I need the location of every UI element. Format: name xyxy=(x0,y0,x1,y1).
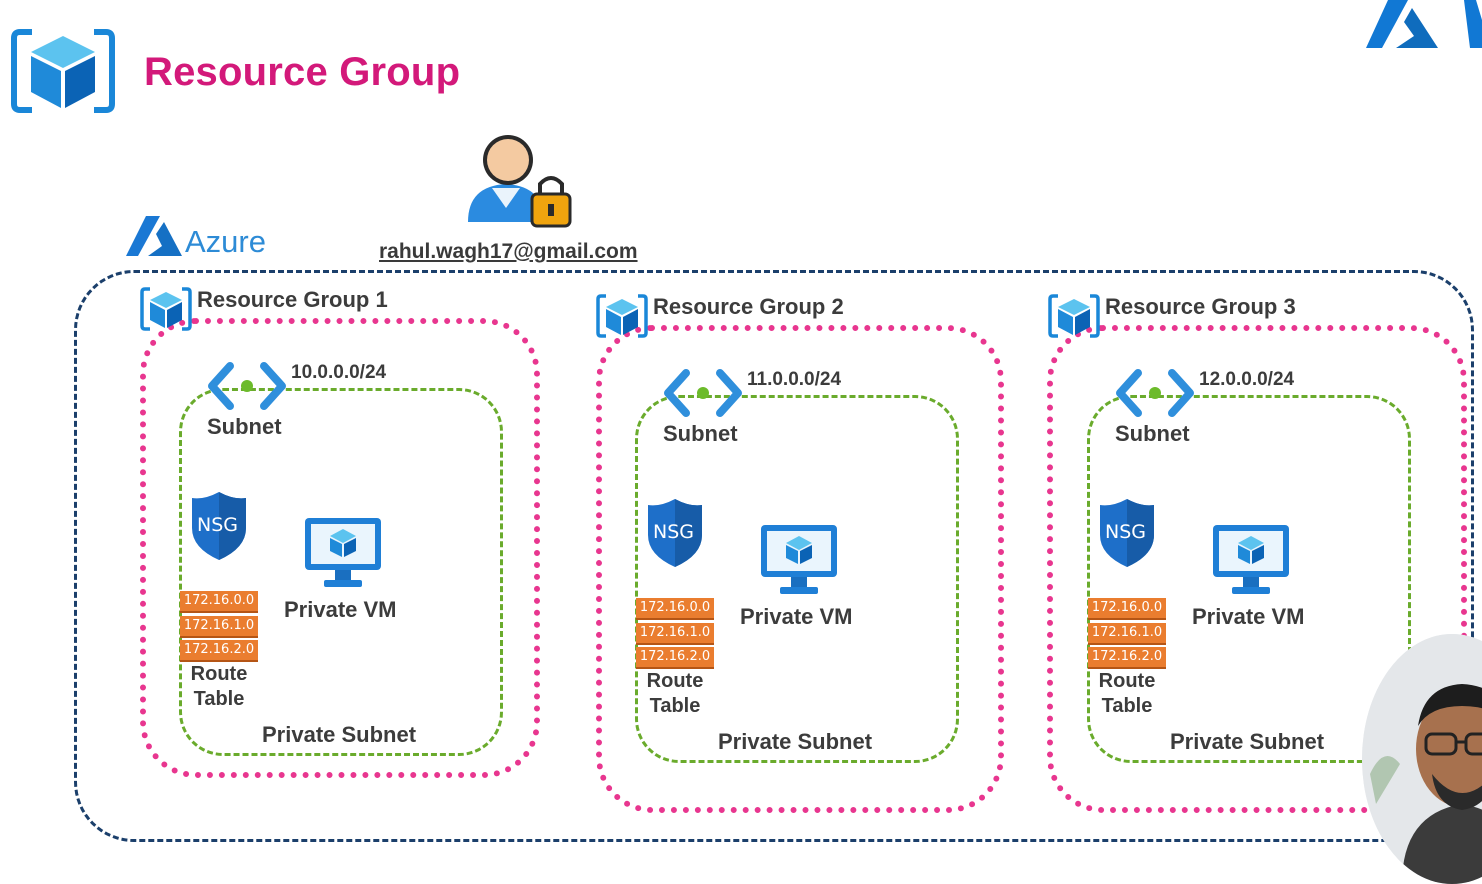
route-table-label: Route Table xyxy=(636,669,714,719)
route-entry: 172.16.2.0 xyxy=(636,647,714,669)
nsg-label: NSG xyxy=(197,514,238,536)
vm-label: Private VM xyxy=(740,604,853,629)
vm-monitor-icon xyxy=(761,525,837,594)
virtual-network-icon xyxy=(208,362,286,410)
route-entry: 172.16.1.0 xyxy=(636,623,714,645)
private-subnet-3-boundary xyxy=(1087,395,1411,763)
vm-label: Private VM xyxy=(1192,604,1305,629)
route-table-label-line: Table xyxy=(1101,695,1153,717)
azure-boundary xyxy=(74,270,1474,842)
route-table-label-line: Route xyxy=(190,663,248,685)
nsg-label: NSG xyxy=(653,521,694,543)
route-entry: 172.16.1.0 xyxy=(1088,623,1166,645)
resource-group-logo-icon xyxy=(11,29,115,113)
route-entry: 172.16.2.0 xyxy=(1088,647,1166,669)
route-entry: 172.16.0.0 xyxy=(1088,598,1166,620)
virtual-network-icon xyxy=(1116,369,1194,417)
route-table-label-line: Route xyxy=(1098,670,1156,692)
nsg-shield-icon xyxy=(192,492,246,560)
route-entry: 172.16.2.0 xyxy=(180,640,258,662)
private-subnet-label: Private Subnet xyxy=(718,729,873,754)
virtual-network-icon xyxy=(664,369,742,417)
resource-group-icon xyxy=(140,287,192,331)
vm-monitor-icon xyxy=(1213,525,1289,594)
resource-group-3-boundary xyxy=(1047,325,1467,813)
subnet-cidr: 10.0.0.0/24 xyxy=(291,362,387,383)
route-table-label-line: Table xyxy=(649,695,701,717)
route-entry: 172.16.0.0 xyxy=(636,598,714,620)
route-table-label-line: Route xyxy=(646,670,704,692)
azure-logo-icon xyxy=(1366,0,1482,48)
nsg-shield-icon xyxy=(648,499,702,567)
user-email[interactable]: rahul.wagh17@gmail.com xyxy=(379,240,638,263)
nsg-shield-icon xyxy=(1100,499,1154,567)
nsg-label: NSG xyxy=(1105,521,1146,543)
resource-group-1-boundary xyxy=(140,318,540,778)
route-entry: 172.16.0.0 xyxy=(180,591,258,613)
private-subnet-2-boundary xyxy=(635,395,959,763)
azure-brand-icon xyxy=(126,216,182,256)
subnet-label: Subnet xyxy=(207,414,282,439)
vm-monitor-icon xyxy=(305,518,381,587)
subnet-cidr: 12.0.0.0/24 xyxy=(1199,369,1295,390)
route-table-label-line: Table xyxy=(193,688,245,710)
resource-group-1-label: Resource Group 1 xyxy=(197,287,388,312)
private-subnet-label: Private Subnet xyxy=(262,722,417,747)
subnet-label: Subnet xyxy=(663,421,738,446)
subnet-label: Subnet xyxy=(1115,421,1190,446)
route-table-label: Route Table xyxy=(180,662,258,712)
resource-group-2-label: Resource Group 2 xyxy=(653,294,844,319)
route-entry: 172.16.1.0 xyxy=(180,616,258,638)
resource-group-2-boundary xyxy=(596,325,1004,813)
resource-group-icon xyxy=(596,294,648,338)
private-subnet-label: Private Subnet xyxy=(1170,729,1325,754)
private-subnet-1-boundary xyxy=(179,388,503,756)
route-table-label: Route Table xyxy=(1088,669,1166,719)
resource-group-icon xyxy=(1048,294,1100,338)
user-lock-icon xyxy=(468,135,572,228)
subnet-cidr: 11.0.0.0/24 xyxy=(747,369,842,390)
azure-label: Azure xyxy=(185,224,266,259)
resource-group-3-label: Resource Group 3 xyxy=(1105,294,1296,319)
page-title: Resource Group xyxy=(144,50,461,94)
vm-label: Private VM xyxy=(284,597,397,622)
